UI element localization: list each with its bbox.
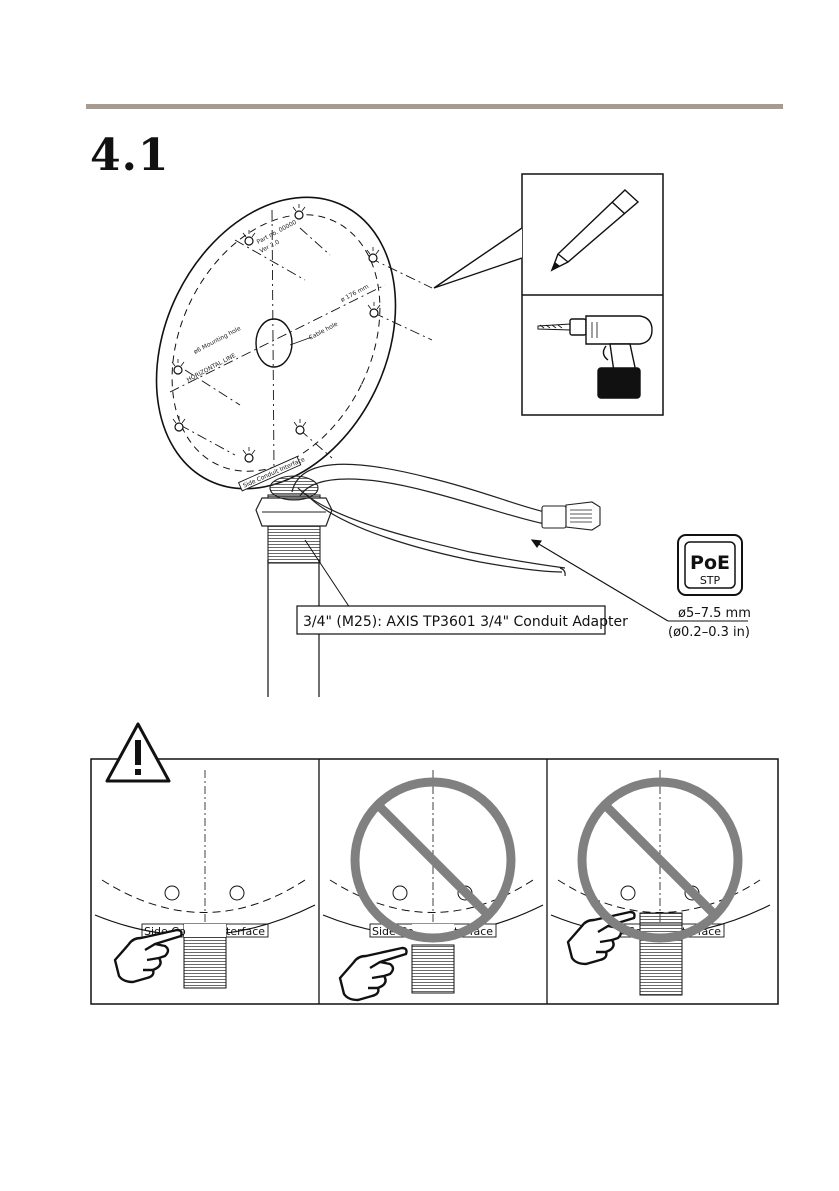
adapter-callout: 3/4" (M25): AXIS TP3601 3/4" Conduit Ada…	[303, 614, 628, 630]
cable-diameter-mm: ø5–7.5 mm	[678, 606, 751, 621]
tools-box	[434, 174, 663, 415]
warning-icon	[107, 724, 169, 781]
panel-correct: Side Co terface	[95, 770, 315, 988]
cable-hole	[256, 319, 292, 367]
poe-badge: PoE STP	[678, 535, 742, 595]
poe-label: PoE	[690, 552, 730, 574]
pointing-hand-icon	[568, 912, 635, 964]
pointing-hand-icon	[115, 930, 182, 982]
panel-wrong-2: Co terface	[551, 770, 770, 995]
network-cable	[292, 464, 565, 576]
stp-label: STP	[700, 574, 721, 587]
rj45-connector	[542, 502, 600, 530]
panel1-label-right: terface	[226, 925, 265, 938]
pointing-hand-icon	[340, 948, 407, 1000]
conduit-adapter	[256, 476, 332, 563]
panel-wrong-1: Side Co terface	[323, 770, 543, 1000]
mounting-plate: Part no. 00000 Ver 2.0 ø 176 mm ø6 Mount…	[110, 157, 442, 528]
cable-diameter-in: (ø0.2–0.3 in)	[668, 625, 750, 640]
